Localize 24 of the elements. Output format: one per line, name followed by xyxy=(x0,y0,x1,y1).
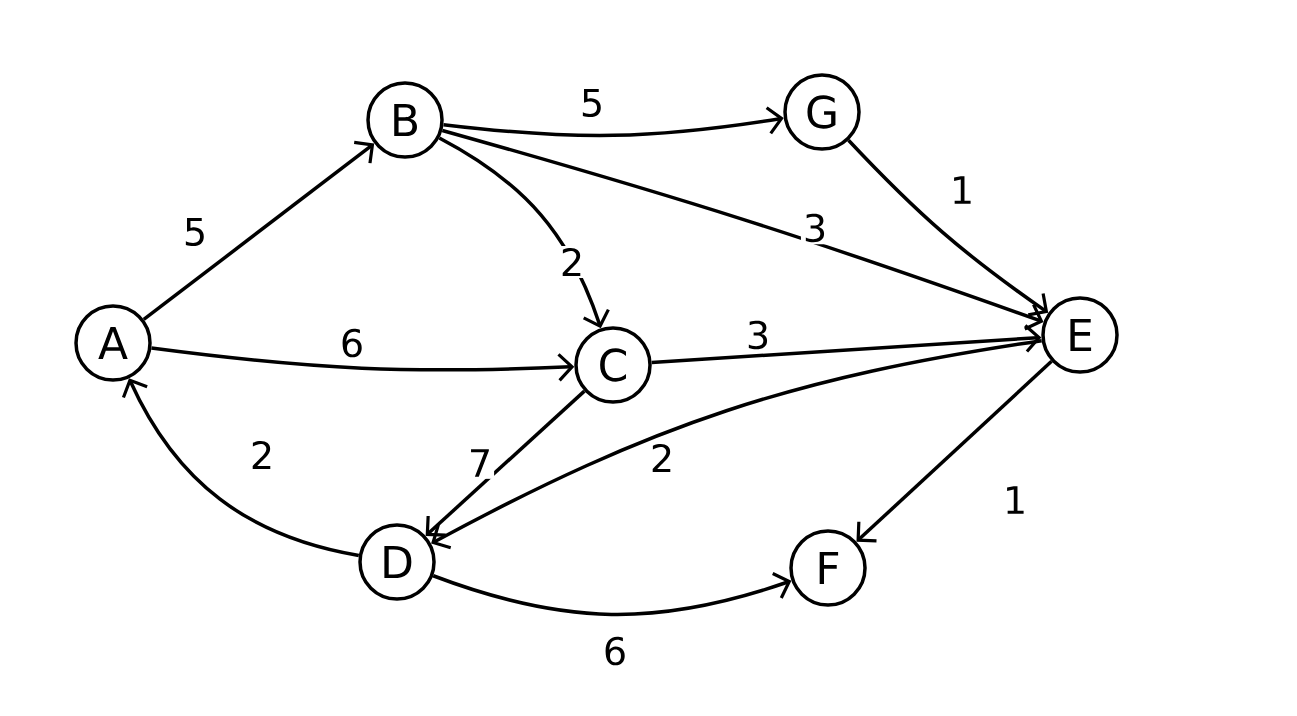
edge-label: 5 xyxy=(577,86,607,120)
edge-label: 6 xyxy=(600,634,630,668)
arrow xyxy=(441,128,1044,331)
edge-label: 2 xyxy=(647,441,677,475)
arrow xyxy=(425,389,586,537)
arrow xyxy=(438,136,610,329)
edge-label: 1 xyxy=(1000,484,1030,516)
edge-label: 1 xyxy=(947,174,977,206)
arrow xyxy=(847,139,1049,317)
arrow xyxy=(432,572,792,617)
arrow xyxy=(651,324,1042,365)
arrow xyxy=(431,338,1042,550)
edge-label: 2 xyxy=(557,245,587,279)
edge-label: 3 xyxy=(743,318,773,352)
edge-label: 7 xyxy=(465,447,495,479)
edge-label: 5 xyxy=(180,215,210,249)
edge-label: 2 xyxy=(247,438,277,472)
arrow xyxy=(856,360,1053,543)
arrow xyxy=(443,106,784,138)
arrow xyxy=(142,140,375,321)
edge-label: 3 xyxy=(800,211,830,245)
arrow xyxy=(151,346,575,382)
edge-label: 6 xyxy=(337,326,367,360)
arrow xyxy=(121,378,360,558)
